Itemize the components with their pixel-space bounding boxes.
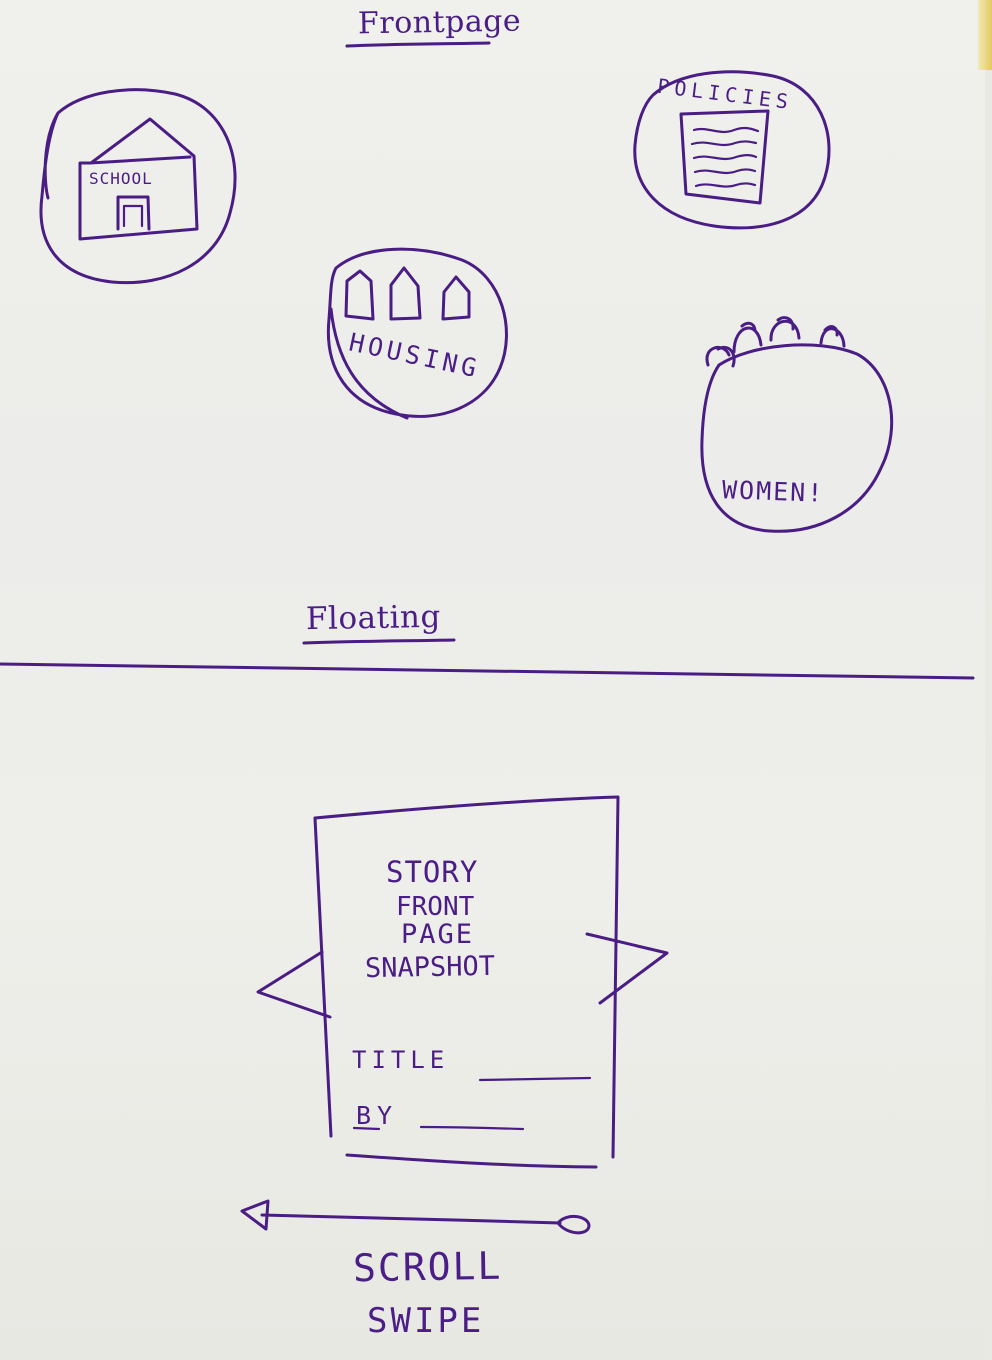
story-line-2: FRONT xyxy=(396,892,475,922)
document-lines-icon xyxy=(690,126,760,188)
by-underline xyxy=(352,1126,381,1131)
right-slider-handle-icon xyxy=(556,1214,591,1235)
frontpage-heading: Frontpage xyxy=(357,3,522,42)
left-carousel-arrow-icon xyxy=(256,950,332,1019)
section-divider-line xyxy=(0,662,975,680)
houses-icon xyxy=(344,266,471,321)
school-door-icon xyxy=(122,204,144,228)
story-card xyxy=(313,795,620,1169)
story-line-1: STORY xyxy=(386,855,479,889)
story-line-3: PAGE xyxy=(401,919,475,950)
school-label: SCHOOL xyxy=(89,169,153,188)
floating-underline xyxy=(302,638,456,645)
swipe-label: SWIPE xyxy=(367,1301,485,1341)
people-icon xyxy=(705,316,846,368)
yellow-background-edge xyxy=(978,0,992,70)
scroll-slider-track xyxy=(260,1213,562,1225)
byline-entry-line xyxy=(419,1125,525,1131)
title-entry-line xyxy=(478,1076,592,1082)
left-slider-handle-icon xyxy=(240,1199,270,1231)
right-carousel-arrow-icon xyxy=(585,932,669,1005)
housing-circle xyxy=(326,247,508,420)
title-label: TITLE xyxy=(352,1046,450,1074)
frontpage-underline xyxy=(345,41,491,48)
policies-circle xyxy=(633,70,831,230)
document-icon xyxy=(679,109,770,205)
by-label: BY xyxy=(356,1101,399,1130)
women-label: WOMEN! xyxy=(721,475,825,508)
school-circle xyxy=(39,88,237,285)
women-circle xyxy=(700,343,894,533)
story-line-4: SNAPSHOT xyxy=(364,950,496,985)
floating-heading: Floating xyxy=(305,598,442,638)
school-building-icon xyxy=(78,117,199,241)
scroll-label: SCROLL xyxy=(352,1243,503,1291)
